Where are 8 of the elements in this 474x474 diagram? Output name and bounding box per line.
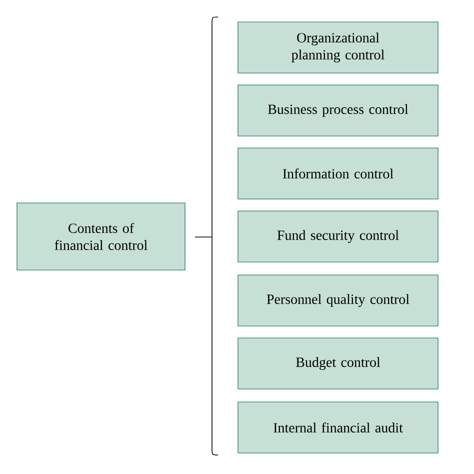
text-box: Internal financial audit xyxy=(238,402,438,454)
text-box: Business process control xyxy=(238,84,438,136)
text-box: Personnel quality control xyxy=(238,274,438,326)
text-box: Contents of financial control xyxy=(16,202,186,270)
text-box: Budget control xyxy=(238,338,438,390)
text-box: Information control xyxy=(238,148,438,200)
text-box: Fund security control xyxy=(238,210,438,262)
text-box: Organizational planning control xyxy=(238,22,438,74)
